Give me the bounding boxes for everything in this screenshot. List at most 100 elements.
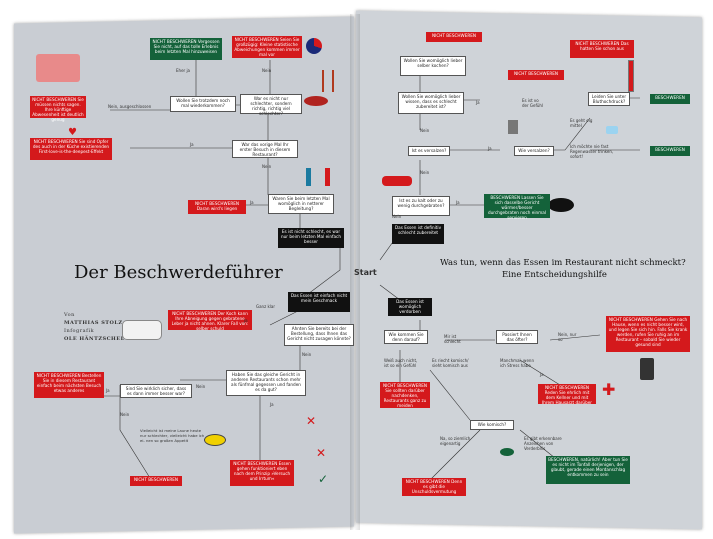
page-gutter [350,14,360,530]
flow-box: Das Essen ist womöglich verdorben [388,298,432,316]
flow-label: Nein, ausgeschlossen [108,104,152,109]
flow-box: BESCHWEREN [650,94,690,104]
flow-box: NICHT BESCHWEREN Reden Sie ehrlich mit d… [538,384,596,405]
sad-plate-icon [204,434,226,446]
flow-label: Ich möchte nie fast Regenwasser trinken,… [570,144,614,159]
question-box: Waren Sie beim letzten Mal womöglich in … [268,194,334,214]
flow-label: Ja [270,402,274,407]
question-box: Wollen Sie womöglich lieber wissen, dass… [398,92,464,114]
fish-icon [500,448,514,456]
question-box: Wie kommen Sie denn darauf? [384,330,428,344]
flow-label: Es riecht komisch/ sieht komisch aus [432,358,469,368]
flow-label: Eher ja [176,68,191,73]
plate-icon [36,54,80,82]
start-label: Start [354,268,377,277]
flow-box: NICHT BESCHWEREN Seien Sie großzügig: Kl… [232,36,302,58]
question-box: Ahnten Sie bereits bei der Bestellung, d… [284,324,354,346]
flow-box: NICHT BESCHWEREN [130,476,182,486]
flow-label: Nein [420,128,430,133]
pie-chart-icon [306,38,322,54]
flow-label: Nein [262,68,272,73]
flow-box: Das Essen ist definitiv schlecht zuberei… [392,224,444,244]
flow-label: Ja [476,100,480,105]
flow-label: Es gibt erkennbare Anzeichen von Verderb… [524,436,562,451]
flow-label: Nein, nur so [558,332,577,342]
flow-box: NICHT BESCHWEREN Sie sind Opfer des auch… [30,138,112,160]
fork-knife-icon [322,70,334,92]
flow-label: Weiß auch nicht, ist so ein Gefühl [384,358,418,368]
checked-steak-icon: ✓ [318,472,329,486]
question-box: Haben Sie das gleiche Gericht in anderen… [226,370,306,396]
flow-box: NICHT BESCHWEREN [426,32,482,42]
question-box: Wollen Sie womöglich lieber selber koche… [400,56,466,76]
flow-box: NICHT BESCHWEREN Daran wird's liegen [188,200,246,214]
thermometer-icon [628,60,634,92]
byline-von: Von [64,312,75,318]
flow-label: Ja [488,146,492,151]
flow-label: Vielleicht ist meine Laune heute nur sch… [140,428,205,443]
flow-box: NICHT BESCHWEREN Gehen Sie nach Hause, w… [606,316,690,352]
flow-box: NICHT BESCHWEREN Vergessen Sie nicht, au… [150,38,222,60]
flow-box: BESCHWEREN Lassen Sie sich dasselbe Geri… [484,194,550,220]
flow-label: Es ist vo der Gefühl [522,98,544,108]
page-subtitle-2: Eine Entscheidungshilfe [502,270,607,280]
flow-box: Es ist nicht schlecht, es war nur beim l… [278,228,344,248]
water-glass-icon [606,126,618,134]
flow-box: BESCHWEREN [650,146,690,156]
cow-icon [122,320,162,340]
pan-icon [548,198,574,212]
question-box: Passiert Ihnen das öfter? [496,330,538,344]
flow-box: BESCHWEREN, natürlich! Aber tun Sie es n… [546,456,630,484]
flow-box: NICHT BESCHWEREN Bestellen Sie in diesem… [34,372,104,398]
question-box: Wie versalzen? [514,146,554,156]
flow-label: Nein [196,384,206,389]
flow-label: Ja [540,372,544,377]
question-box: Wollen Sie trotzdem noch mal wiederkomme… [170,96,236,112]
red-cross-icon: ✚ [602,380,616,399]
flow-label: Mir ist schlecht [444,334,461,344]
page-title: Der Beschwerdeführer [74,262,283,283]
flow-label: Nein [302,352,312,357]
byline-info: Infografik [64,328,95,334]
steak-icon [382,176,412,186]
flow-box: NICHT BESCHWEREN Sie müssen nichts sagen… [30,96,86,122]
flow-label: Nein [420,170,430,175]
flow-label: Na, so ziemlich eigenartig [440,436,471,446]
flow-label: Es geht eig mittel [570,118,593,128]
question-box: Wie komisch? [470,420,514,430]
salt-shaker-icon [508,120,518,134]
flow-box: Das Essen ist einfach nicht mein Geschma… [288,292,350,312]
flow-box: NICHT BESCHWEREN Denn es gibt die Unschu… [402,478,466,496]
flow-label: Ja [106,388,110,393]
question-box: Ist es versalzen? [408,146,450,156]
flow-box: NICHT BESCHWEREN Essen gehen funktionier… [230,460,294,486]
question-box: Sind Sie wirklich sicher, dass es dann i… [120,384,192,398]
byline-designer: OLE HÄNTZSCHEL [64,336,125,342]
flow-box: NICHT BESCHWEREN Der Koch kann Ihre Abne… [168,310,252,331]
flow-label: Ja [456,200,460,205]
flow-label: Nein [262,164,272,169]
crossed-steak-icon: ✕ [306,414,317,428]
couple-icon [306,168,330,186]
heart-icon: ♥ [68,127,77,138]
flow-box: NICHT BESCHWEREN Das hatten Sie schon au… [570,40,634,58]
flow-label: Ja [250,200,254,205]
flow-label: Nein [392,214,402,219]
crossed-steak-icon: ✕ [316,446,327,460]
flow-label: Ja [190,142,194,147]
byline-author: MATTHIAS STOLZ [64,320,123,326]
phone-icon [640,358,654,380]
page-subtitle: Was tun, wenn das Essen im Restaurant ni… [440,258,686,268]
flow-label: Manchmal, wenn ich Stress habe [500,358,534,368]
question-box: Leiden Sie unter Bluthochdruck? [588,92,630,106]
flow-label: Ja [244,318,248,323]
flow-box: NICHT BESCHWEREN Sie sollten darüber nac… [380,382,430,408]
question-box: War es nicht nur schlechter, sondern ric… [240,94,302,116]
flow-label: Nein [120,412,130,417]
rat-icon [304,96,328,106]
question-box: War das vorige Mal Ihr erster Besuch in … [232,140,298,158]
question-box: Ist es zu kalt oder zu wenig durchgebrat… [392,196,450,216]
flow-box: NICHT BESCHWEREN [508,70,564,80]
